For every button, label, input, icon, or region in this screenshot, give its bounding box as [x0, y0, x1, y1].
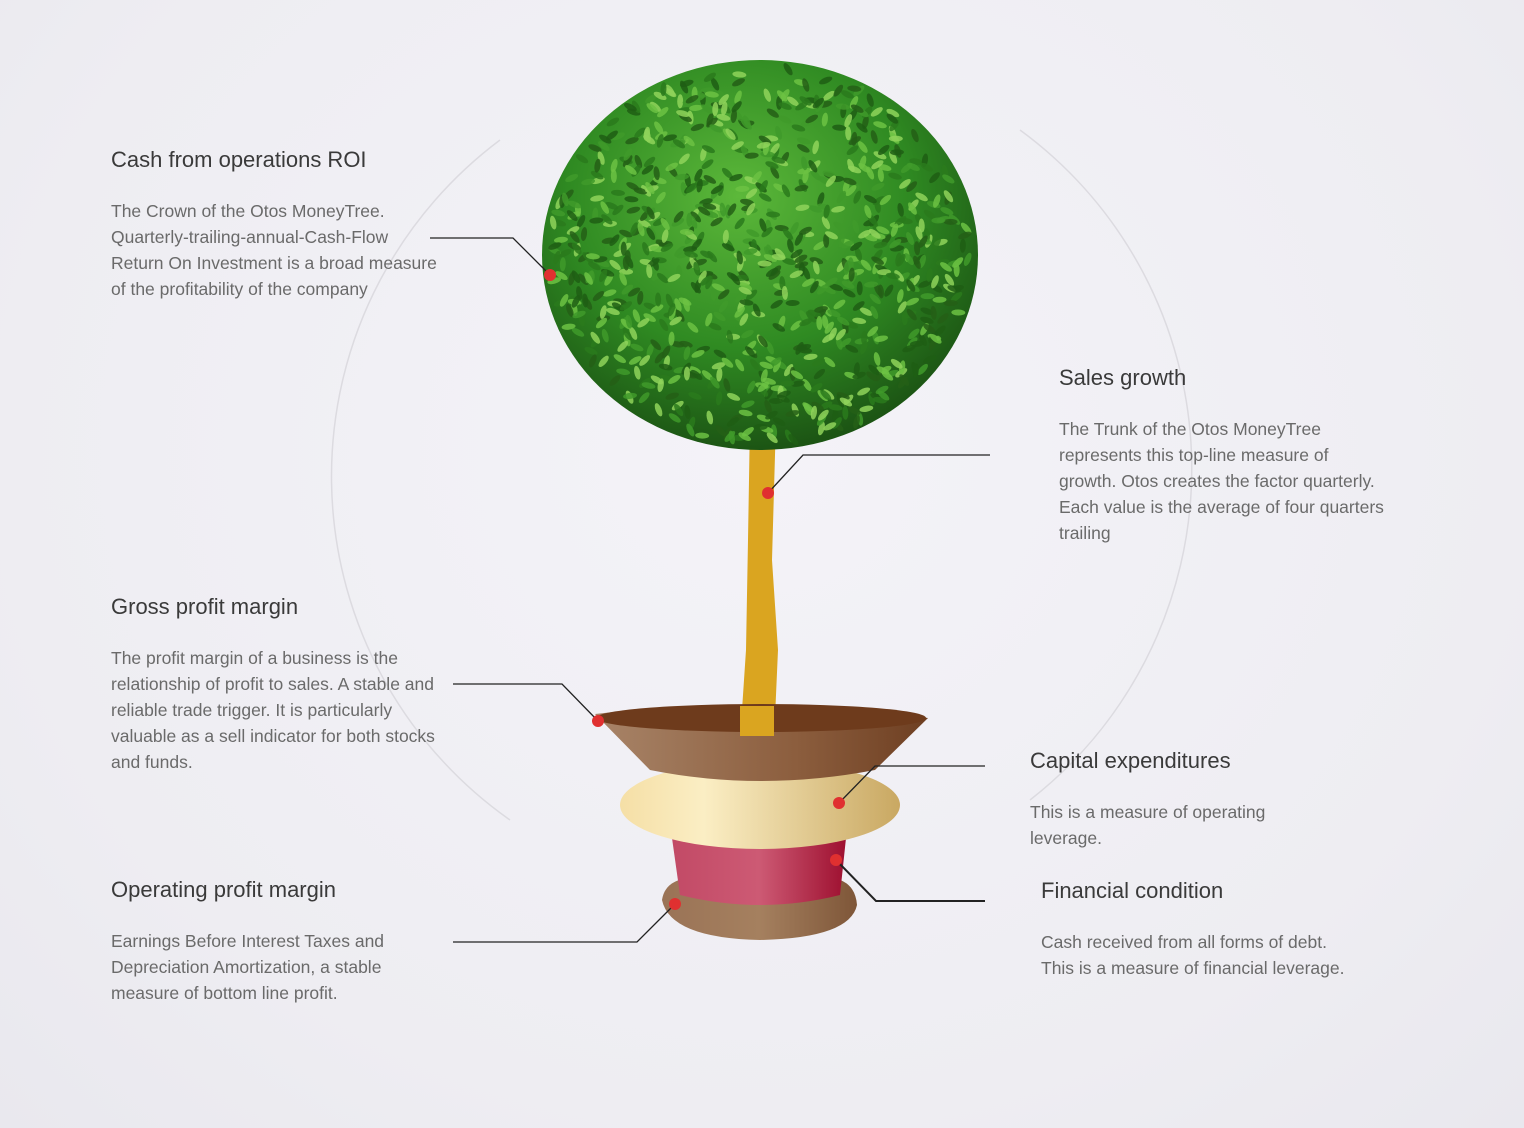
factor-sales: Sales growth The Trunk of the Otos Money… — [1059, 364, 1389, 546]
factor-text: Cash received from all forms of debt. Th… — [1041, 932, 1345, 978]
factor-title: Capital expenditures — [1030, 748, 1231, 773]
factor-title: Financial condition — [1041, 878, 1224, 903]
factor-title: Gross profit margin — [111, 594, 299, 619]
tree-leaves — [547, 63, 972, 446]
factor-gross: Gross profit margin The profit margin of… — [111, 593, 441, 775]
factor-capex: Capital expenditures This is a measure o… — [1030, 747, 1320, 851]
leader-lines — [430, 237, 990, 943]
factor-text: The profit margin of a business is the r… — [111, 648, 435, 772]
factor-operating: Operating profit margin Earnings Before … — [111, 876, 421, 1006]
marker-sales[interactable] — [762, 487, 774, 499]
marker-financial[interactable] — [830, 854, 842, 866]
marker-capex[interactable] — [833, 797, 845, 809]
factor-cash: Cash from operations ROI The Crown of th… — [111, 146, 441, 302]
factor-text: Earnings Before Interest Taxes and Depre… — [111, 931, 385, 1003]
marker-cash[interactable] — [544, 269, 556, 281]
factor-text: This is a measure of operating leverage. — [1030, 802, 1266, 848]
marker-operating[interactable] — [669, 898, 681, 910]
background-arcs — [330, 129, 1193, 821]
pot — [595, 704, 928, 940]
factor-title: Cash from operations ROI — [111, 147, 367, 172]
marker-gross[interactable] — [592, 715, 604, 727]
factor-text: The Trunk of the Otos MoneyTree represen… — [1059, 419, 1384, 543]
factor-title: Sales growth — [1059, 365, 1187, 390]
factor-title: Operating profit margin — [111, 877, 336, 902]
tree-trunk — [740, 420, 778, 740]
factor-text: The Crown of the Otos MoneyTree. Quarter… — [111, 201, 437, 299]
factor-financial: Financial condition Cash received from a… — [1041, 877, 1361, 981]
